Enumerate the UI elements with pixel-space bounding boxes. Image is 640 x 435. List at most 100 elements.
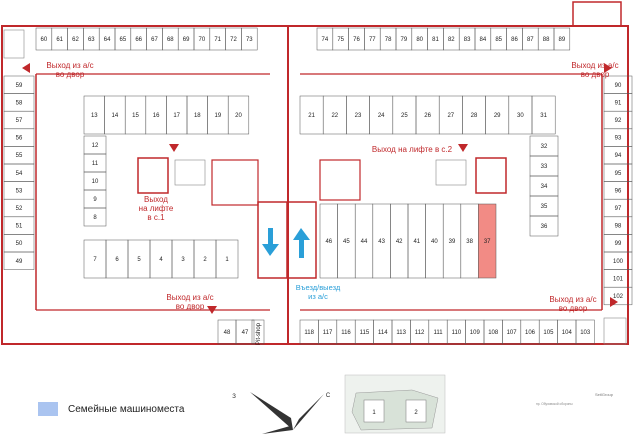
parking-spot: 7	[83, 239, 107, 279]
spot-box	[227, 95, 250, 135]
parking-spot: 16	[145, 95, 167, 135]
parking-spot: 110	[446, 319, 466, 345]
spot-number: 71	[214, 37, 221, 43]
utility-room	[319, 159, 361, 201]
parking-spot: 57	[3, 110, 35, 130]
parking-spot: 50	[3, 234, 35, 253]
spot-number: 63	[88, 37, 95, 43]
exit-arrow-ne	[604, 63, 612, 73]
spot-number: 69	[183, 37, 190, 43]
parking-spot: 12	[83, 135, 107, 155]
parking-spot: 115	[354, 319, 374, 345]
spot-number: 29	[494, 113, 501, 119]
spot-number: 76	[353, 37, 360, 43]
spot-number: 50	[16, 241, 23, 247]
spot-number: 114	[378, 330, 388, 336]
parking-spot: 118	[299, 319, 319, 345]
spot-number: 18	[194, 113, 201, 119]
spot-number: 115	[360, 330, 370, 336]
parking-spot: 112	[410, 319, 430, 345]
label-line: Въезд/выезд	[296, 283, 341, 292]
label-line: Выход из а/с	[549, 295, 596, 304]
spot-number: 37	[484, 239, 491, 245]
parking-spot: 18	[186, 95, 208, 135]
parking-spot: 75	[332, 27, 349, 51]
spot-box	[531, 95, 556, 135]
legend-label: Семейные машиноместа	[68, 403, 185, 415]
spot-number: 100	[613, 259, 624, 265]
spot-number: 112	[415, 330, 425, 336]
site-building-1	[363, 399, 385, 423]
label-line: во двор	[581, 70, 610, 79]
spot-number: 106	[525, 330, 536, 336]
staircase	[3, 29, 25, 59]
parking-spot: 29	[485, 95, 510, 135]
lift-shaft-2	[475, 157, 507, 194]
parking-spot: 40	[425, 203, 444, 279]
spot-number: 118	[304, 330, 314, 336]
staircase	[572, 1, 622, 27]
spot-number: 59	[16, 83, 23, 89]
parking-spot: 15	[124, 95, 147, 135]
spot-number: 78	[385, 37, 392, 43]
spot-number: 15	[132, 113, 139, 119]
parking-spot: 88	[537, 27, 555, 51]
parking-spot: 89	[553, 27, 571, 51]
spot-number: 49	[16, 259, 23, 265]
spot-number: 25	[401, 113, 408, 119]
spot-number: 11	[92, 161, 99, 167]
spot-number: 55	[16, 153, 23, 159]
exit-arrow-nw	[22, 63, 30, 73]
label-line: во двор	[559, 304, 588, 313]
parking-spot: 20	[227, 95, 250, 135]
label-line: в с.1	[147, 213, 165, 222]
parking-spot: 83	[458, 27, 476, 51]
label-line: Выход	[144, 195, 168, 204]
spot-number: 99	[615, 241, 622, 247]
spot-number: 22	[331, 113, 338, 119]
spot-number: 85	[495, 37, 502, 43]
parking-spot: 104	[557, 319, 577, 345]
parking-spot: 27	[438, 95, 463, 135]
utility-room	[211, 159, 259, 206]
ramp-arrow-down	[268, 228, 273, 244]
parking-spot: 61	[51, 27, 68, 51]
parking-spot: 52	[3, 198, 35, 218]
parking-spot: 14	[104, 95, 126, 135]
parking-spot: 85	[490, 27, 507, 51]
lift-label-c2: Выход на лифте в с.2	[372, 145, 453, 154]
lift-arrow-2	[458, 144, 468, 152]
spot-number: 60	[41, 37, 48, 43]
spot-box	[235, 319, 255, 345]
spot-number: 7	[93, 257, 97, 263]
parking-spot: 65	[114, 27, 132, 51]
spot-number: 14	[112, 113, 119, 119]
compass-needle-north	[293, 394, 324, 430]
parking-spot: 81	[427, 27, 444, 51]
spot-number: 74	[322, 37, 329, 43]
spot-number: 19	[215, 113, 222, 119]
spot-number: 89	[559, 37, 566, 43]
parking-spot: 6	[105, 239, 129, 279]
parking-spot: 109	[465, 319, 485, 345]
spot-number: 79	[401, 37, 408, 43]
spot-number: 3	[181, 257, 185, 263]
ramp-arrow-up	[299, 240, 304, 258]
spot-number: 48	[224, 330, 231, 336]
spot-number: 53	[16, 188, 23, 194]
parking-spot: 82	[443, 27, 460, 51]
parking-spot: 105	[538, 319, 558, 345]
spot-box	[83, 207, 107, 227]
parking-spot: 87	[522, 27, 539, 51]
spot-number: 62	[72, 37, 79, 43]
parking-spot: 2	[193, 239, 217, 279]
spot-number: 93	[615, 136, 622, 142]
spot-number: 30	[517, 113, 524, 119]
parking-spot: 17	[166, 95, 188, 135]
parking-spot: 35	[529, 195, 559, 217]
spot-number: 46	[325, 239, 332, 245]
parking-spot: 33	[529, 155, 559, 177]
spot-box	[575, 319, 595, 345]
